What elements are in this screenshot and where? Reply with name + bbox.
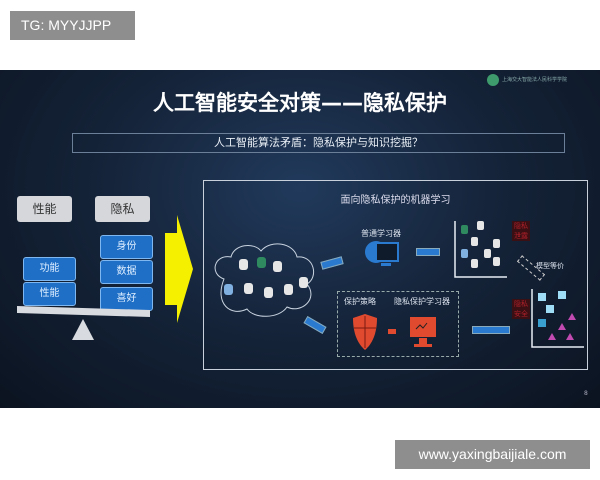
- performance-header: 性能: [17, 196, 72, 222]
- left-item: 功能: [23, 257, 76, 281]
- normal-learner-label: 普通学习器: [361, 229, 401, 238]
- protection-strategy-label: 保护策略: [344, 297, 376, 306]
- overlay-tag: TG: MYYJJPP: [10, 11, 135, 40]
- arrow-icon: [320, 256, 344, 270]
- right-item: 身份: [100, 235, 153, 259]
- safe-label: 隐私安全: [512, 299, 530, 319]
- ml-panel: 面向隐私保护的机器学习 普通学习器 隐私泄露 模型等价 保护策略 隐私保护学习器: [203, 180, 588, 370]
- private-learning-box: 保护策略 隐私保护学习器: [337, 291, 459, 357]
- scatter-plot-leak: [454, 221, 507, 278]
- arrow-icon: [416, 248, 440, 256]
- right-item: 数据: [100, 260, 153, 284]
- panel-heading: 面向隐私保护的机器学习: [340, 195, 451, 206]
- scatter-plot-safe: [531, 289, 584, 348]
- yellow-arrow-icon: [165, 215, 193, 323]
- watermark: www.yaxingbaijiale.com: [395, 440, 590, 469]
- page-number: 8: [584, 390, 588, 397]
- shield-to-monitor-icon: [353, 314, 436, 350]
- data-cloud-icon: [214, 243, 315, 317]
- model-equivalence-label: 模型等价: [536, 262, 564, 270]
- arrow-icon: [472, 326, 510, 334]
- left-item: 性能: [23, 282, 76, 306]
- slide: 上海交大智能法人民科学学院 人工智能安全对策——隐私保护 人工智能算法矛盾：隐私…: [0, 70, 600, 408]
- logo-icon: [487, 74, 499, 86]
- slide-title: 人工智能安全对策——隐私保护: [153, 91, 447, 115]
- computer-icon: [365, 241, 399, 266]
- privacy-header: 隐私: [95, 196, 150, 222]
- balance-scale-icon: [17, 306, 150, 340]
- private-learner-label: 隐私保护学习器: [394, 297, 450, 306]
- slide-subtitle: 人工智能算法矛盾：隐私保护与知识挖掘？: [72, 133, 565, 153]
- logo-text: 上海交大智能法人民科学学院: [502, 77, 568, 83]
- leak-label: 隐私泄露: [512, 221, 530, 241]
